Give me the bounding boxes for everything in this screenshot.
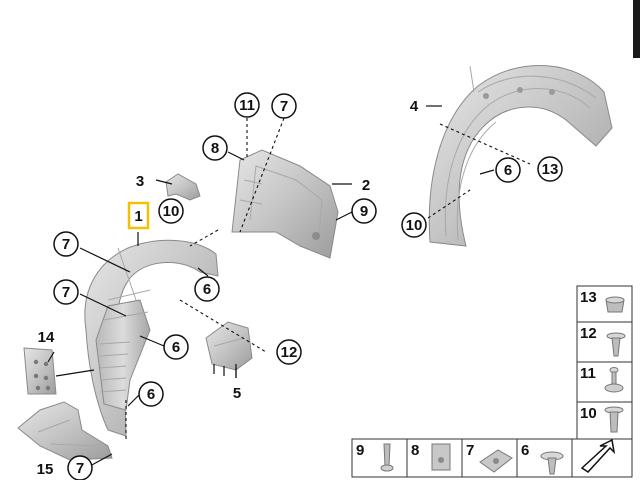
legend-box-11 [576, 361, 633, 403]
svg-text:6: 6 [203, 281, 211, 298]
svg-text:2: 2 [362, 177, 370, 194]
callout-11: 11 [234, 92, 260, 118]
svg-text:11: 11 [239, 97, 255, 114]
legend-box-12 [576, 321, 633, 363]
callout-6: 6 [194, 276, 220, 302]
svg-text:6: 6 [147, 386, 155, 403]
arrow-icon [580, 438, 616, 473]
callout-15: 15 [37, 461, 54, 478]
callout-10: 10 [401, 212, 427, 238]
callout-7: 7 [53, 279, 79, 305]
svg-text:15: 15 [37, 461, 54, 478]
svg-text:7: 7 [62, 284, 70, 301]
part-5-cover [205, 321, 253, 378]
legend-box-9 [351, 438, 408, 478]
svg-text:5: 5 [233, 385, 241, 402]
callout-12: 12 [276, 339, 302, 365]
leader-lines [47, 105, 531, 467]
svg-text:10: 10 [406, 217, 423, 234]
svg-text:8: 8 [411, 442, 419, 459]
callout-1-highlighted: 1 [127, 201, 150, 230]
callout-6: 6 [138, 381, 164, 407]
fastener-legend-side: 13 12 11 10 [576, 285, 633, 441]
svg-text:13: 13 [580, 289, 597, 306]
callout-6: 6 [495, 157, 521, 183]
svg-text:9: 9 [356, 442, 364, 459]
svg-text:10: 10 [163, 203, 180, 220]
svg-text:1: 1 [134, 208, 142, 225]
part-1-front-liner-main [84, 239, 219, 437]
edge-bar [633, 0, 640, 58]
svg-text:7: 7 [76, 460, 84, 477]
svg-text:6: 6 [172, 339, 180, 356]
callout-7: 7 [271, 93, 297, 119]
svg-text:7: 7 [466, 442, 474, 459]
part-4-rear-wheel-arch [428, 64, 613, 247]
callout-7: 7 [67, 455, 93, 480]
svg-text:12: 12 [281, 344, 298, 361]
svg-text:14: 14 [38, 329, 55, 346]
callout-14: 14 [38, 329, 55, 346]
part-2-front-liner-upper [231, 149, 339, 259]
svg-text:13: 13 [542, 161, 559, 178]
svg-text:7: 7 [62, 236, 70, 253]
callout-6: 6 [163, 334, 189, 360]
svg-text:10: 10 [580, 405, 597, 422]
callout-7: 7 [53, 231, 79, 257]
callout-2: 2 [362, 177, 370, 194]
part-15-lower-shield [17, 401, 113, 461]
svg-text:9: 9 [360, 203, 368, 220]
svg-text:8: 8 [211, 140, 219, 157]
callout-3: 3 [136, 173, 144, 190]
callout-5: 5 [233, 385, 241, 402]
callout-10: 10 [158, 198, 184, 224]
svg-text:11: 11 [580, 365, 596, 382]
svg-text:3: 3 [136, 173, 144, 190]
callout-9: 9 [351, 198, 377, 224]
fastener-legend-bottom: 9 8 7 6 [351, 438, 633, 478]
callout-4: 4 [410, 98, 419, 115]
svg-text:4: 4 [410, 98, 419, 115]
part-14-plate [23, 347, 57, 395]
svg-text:7: 7 [280, 98, 288, 115]
callout-8: 8 [202, 135, 228, 161]
part-3-bracket [165, 173, 201, 201]
svg-text:6: 6 [504, 162, 512, 179]
legend-box-10 [576, 401, 633, 441]
callout-13: 13 [537, 156, 563, 182]
svg-text:12: 12 [580, 325, 597, 342]
svg-text:6: 6 [521, 442, 529, 459]
